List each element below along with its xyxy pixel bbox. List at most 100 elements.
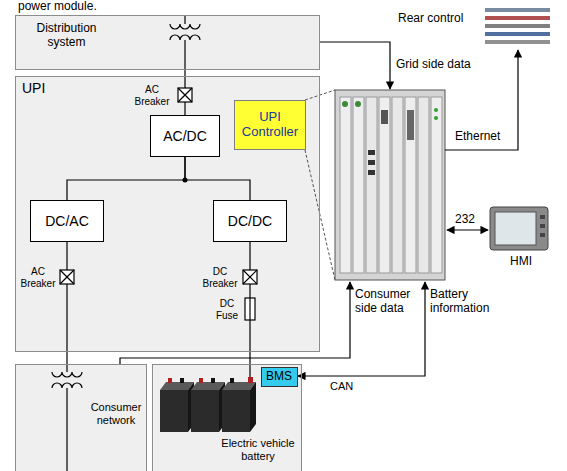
box-fill — [152, 364, 302, 471]
controller-rack — [335, 90, 445, 280]
battery-picture — [191, 382, 225, 390]
device-label: Rear control — [398, 12, 478, 26]
transformer-symbol — [170, 24, 200, 29]
battery-picture — [222, 382, 256, 390]
breaker-symbol — [60, 270, 74, 284]
controller-rack — [366, 97, 377, 273]
server-picture — [485, 16, 550, 20]
transformer-symbol — [184, 40, 185, 70]
zoom-line — [305, 150, 335, 280]
controller-rack — [405, 97, 416, 273]
breaker-symbol — [60, 270, 74, 284]
power-line — [185, 157, 250, 200]
controller-rack — [379, 97, 390, 273]
battery-picture — [180, 378, 184, 383]
signal-label: 232 — [455, 213, 483, 227]
fuse-symbol — [245, 298, 255, 320]
transformer-symbol — [66, 364, 67, 372]
power-line — [249, 242, 250, 364]
battery-picture — [249, 364, 250, 379]
upi-box: UPI AC/DC UPI ControllerDC/AC DC/DC — [15, 76, 320, 352]
controller-rack — [368, 170, 375, 175]
hmi-picture — [540, 224, 545, 228]
breaker-symbol — [178, 88, 192, 102]
consumer-box: Consumer network — [15, 364, 147, 471]
data-wire — [447, 229, 488, 230]
battery-picture — [211, 378, 215, 383]
component-label: AC Breaker — [18, 266, 58, 289]
breaker-symbol — [178, 88, 192, 102]
controller-label: UPI Controller — [239, 110, 301, 140]
hmi-picture — [540, 233, 545, 237]
data-wire — [120, 42, 518, 376]
hmi-picture — [495, 212, 536, 245]
transformer-symbol — [66, 388, 67, 471]
breaker-symbol — [243, 270, 257, 284]
battery-box: Electric vehicle batteryBMS — [152, 364, 302, 471]
component-label: DC Fuse — [212, 298, 242, 321]
controller-rack — [340, 97, 351, 273]
data-wire — [298, 282, 425, 376]
battery-picture — [191, 390, 219, 432]
junction-dot — [183, 178, 188, 183]
transformer-symbol — [170, 35, 200, 40]
converter-box: DC/AC — [30, 200, 104, 242]
server-picture — [485, 24, 550, 28]
battery-picture — [160, 364, 256, 432]
battery-picture — [250, 382, 256, 432]
battery-picture — [248, 377, 253, 383]
power-line — [66, 242, 67, 364]
hmi-picture — [540, 215, 545, 219]
converter-label: AC/DC — [163, 128, 207, 144]
controller-rack — [342, 101, 348, 107]
power-line — [67, 157, 185, 200]
distribution-box: Distribution system — [15, 15, 320, 70]
breaker-symbol — [178, 88, 192, 102]
server-picture — [485, 8, 550, 12]
signal-label: CAN — [330, 380, 362, 393]
server-picture — [485, 8, 550, 44]
data-wire — [320, 42, 390, 89]
transformer-symbol — [170, 15, 200, 70]
component-label: DC Breaker — [200, 266, 240, 289]
breaker-symbol — [243, 270, 257, 284]
transformer-symbol — [52, 383, 82, 388]
zoom-line — [305, 90, 335, 280]
box-fill — [15, 364, 147, 471]
breaker-symbol — [243, 270, 257, 284]
breaker-symbol — [60, 270, 74, 284]
controller-rack — [381, 110, 388, 124]
battery-picture — [160, 390, 188, 432]
breaker-symbol — [178, 88, 192, 102]
fuse-symbol — [245, 298, 255, 320]
box-fill — [15, 76, 320, 352]
controller-rack — [335, 90, 445, 280]
converter-label: DC/AC — [45, 213, 89, 229]
transformer-symbol — [52, 372, 82, 377]
caption-fragment: power module. — [18, 0, 108, 14]
battery-picture — [230, 378, 234, 383]
converter-label: DC/DC — [228, 213, 272, 229]
signal-label: Consumer side data — [355, 288, 417, 316]
component-label: AC Breaker — [130, 84, 174, 107]
box-title: Distribution system — [24, 22, 109, 50]
zoom-line — [305, 90, 335, 100]
signal-label: Grid side data — [396, 58, 478, 72]
controller-box: UPI Controller — [234, 100, 306, 150]
signal-label: Battery information — [430, 288, 498, 316]
breaker-symbol — [243, 270, 257, 284]
controller-rack — [368, 160, 375, 165]
device-label: HMI — [501, 255, 541, 269]
controller-rack — [434, 108, 438, 112]
transformer-symbol — [184, 15, 185, 24]
server-picture — [485, 40, 550, 44]
fuse-symbol — [249, 298, 250, 320]
battery-picture — [199, 378, 203, 383]
controller-rack — [353, 97, 364, 273]
controller-rack — [355, 101, 361, 107]
controller-rack — [392, 97, 403, 273]
signal-label: Ethernet — [455, 130, 510, 144]
bms-label: BMS — [266, 370, 292, 384]
box-title: UPI — [22, 80, 62, 96]
